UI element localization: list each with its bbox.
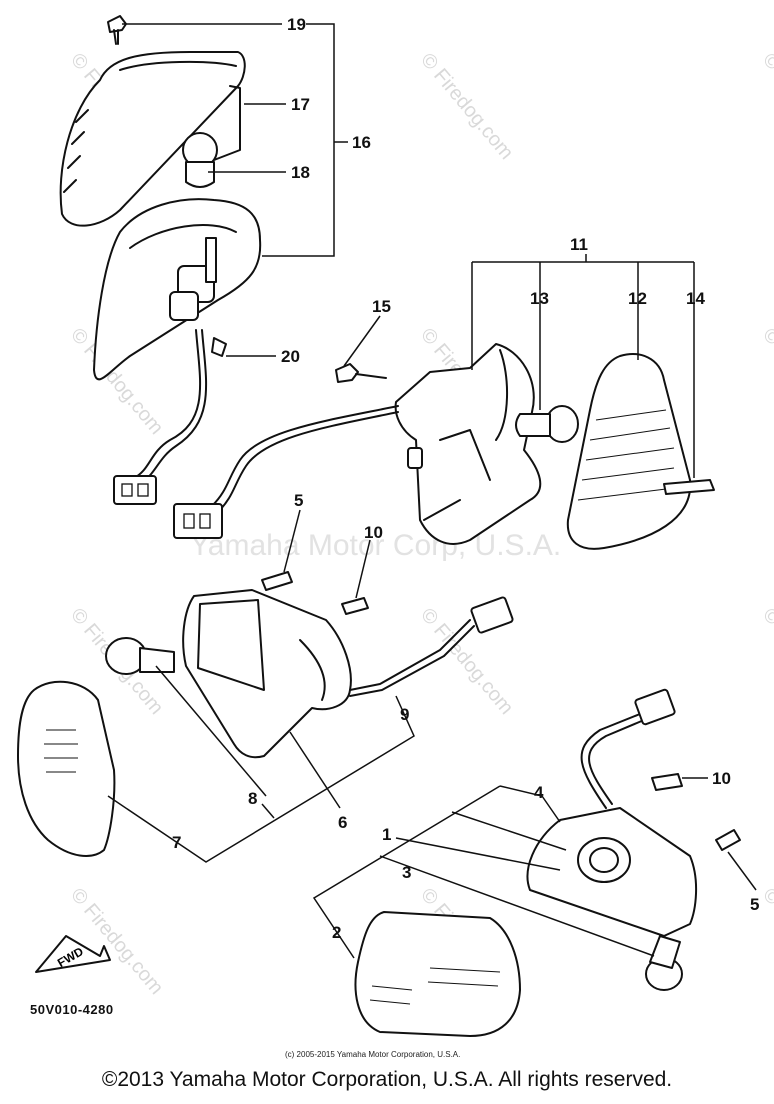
callout-16: 16 xyxy=(352,133,371,152)
callout-7: 7 xyxy=(172,833,181,852)
watermark-firedog: © Firedog.com xyxy=(758,324,774,439)
callout-numbers: 19 17 16 18 20 11 13 12 14 15 5 10 9 8 6… xyxy=(172,15,759,942)
copyright-footer: ©2013 Yamaha Motor Corporation, U.S.A. A… xyxy=(101,1068,673,1091)
callout-12: 12 xyxy=(628,289,647,308)
callout-18: 18 xyxy=(291,163,310,182)
rear-flasher-lens-assembly xyxy=(59,15,262,505)
callout-6: 6 xyxy=(338,813,347,832)
callout-10b: 10 xyxy=(712,769,731,788)
callout-8: 8 xyxy=(248,789,257,808)
callout-1: 1 xyxy=(382,825,391,844)
callout-13: 13 xyxy=(530,289,549,308)
callout-3: 3 xyxy=(402,863,411,882)
part-code: 50V010-4280 xyxy=(30,1002,114,1017)
watermark-yamaha: Yamaha Motor Corp, U.S.A. xyxy=(190,529,561,562)
callout-4: 4 xyxy=(534,783,544,802)
watermark-firedog: © Firedog.com xyxy=(416,49,517,164)
callout-11: 11 xyxy=(570,235,588,254)
watermark-firedog: © Firedog.com xyxy=(758,49,774,164)
callout-20: 20 xyxy=(281,347,300,366)
exploded-parts-diagram: © Firedog.com © Firedog.com © Firedog.co… xyxy=(17,15,774,1059)
watermark-firedog: © Firedog.com xyxy=(758,884,774,999)
rear-right-flasher: FWD xyxy=(35,688,741,1037)
callout-2: 2 xyxy=(332,923,341,942)
callout-17: 17 xyxy=(291,95,310,114)
watermark-firedog: © Firedog.com xyxy=(66,884,167,999)
watermark-firedog: © Firedog.com xyxy=(758,604,774,719)
callout-15: 15 xyxy=(372,297,391,316)
callout-5b: 5 xyxy=(750,895,759,914)
callout-9: 9 xyxy=(400,705,409,724)
callout-19: 19 xyxy=(287,15,306,34)
small-copyright: (c) 2005-2015 Yamaha Motor Corporation, … xyxy=(285,1050,460,1059)
callout-5a: 5 xyxy=(294,491,303,510)
front-flasher-assembly xyxy=(173,343,715,550)
callout-10a: 10 xyxy=(364,523,383,542)
rear-left-flasher xyxy=(17,571,514,857)
callout-14: 14 xyxy=(686,289,705,308)
leader-lines xyxy=(107,23,757,959)
